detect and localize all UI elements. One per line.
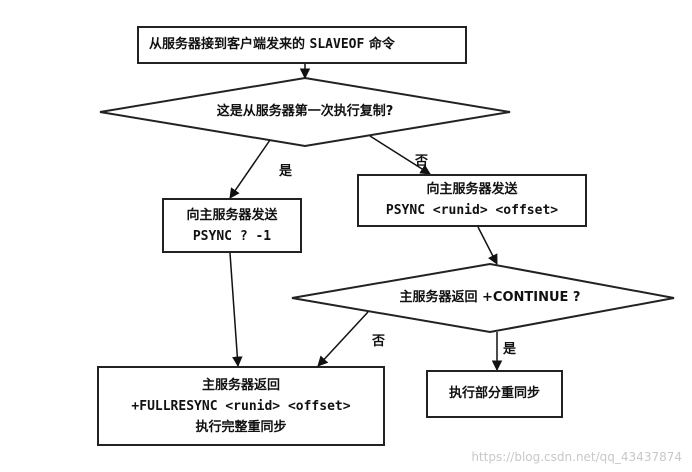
left-box-title: 向主服务器发送 [186, 208, 278, 223]
edge-label-d1-no: 否 [415, 154, 429, 169]
edge-label-d2-no: 否 [372, 334, 386, 349]
decision2-label: 主服务器返回 +CONTINUE ? [360, 290, 620, 306]
decision2-text: 主服务器返回 +CONTINUE ? [399, 290, 581, 305]
full-box-command: +FULLRESYNC <runid> <offset> [131, 399, 351, 414]
start-text: 从服务器接到客户端发来的 [149, 37, 310, 52]
full-box-action: 执行完整重同步 [195, 420, 287, 435]
edge-label-d2-yes: 是 [503, 342, 517, 357]
right-box-command: PSYNC <runid> <offset> [385, 203, 559, 218]
arrow-decision1-yes [229, 139, 271, 199]
left-send-box: 向主服务器发送 PSYNC ? -1 [162, 198, 302, 253]
right-send-box: 向主服务器发送 PSYNC <runid> <offset> [357, 174, 587, 227]
arrow-left-box-to-full [229, 252, 243, 368]
start-box: 从服务器接到客户端发来的 SLAVEOF 命令 [137, 26, 467, 64]
full-box-title: 主服务器返回 [201, 378, 280, 393]
decision1-diamond [99, 76, 511, 148]
right-box-title: 向主服务器发送 [426, 182, 518, 197]
decision1-label: 这是从服务器第一次执行复制? [216, 104, 394, 119]
start-command: SLAVEOF [309, 37, 365, 52]
arrow-decision2-no [317, 311, 369, 367]
arrow-right-box-to-decision2 [477, 226, 498, 265]
left-box-command: PSYNC ? -1 [192, 229, 272, 244]
full-resync-box: 主服务器返回 +FULLRESYNC <runid> <offset> 执行完整… [97, 366, 385, 446]
partial-box-label: 执行部分重同步 [448, 386, 540, 401]
decision2-diamond [291, 262, 675, 334]
partial-resync-box: 执行部分重同步 [426, 370, 563, 418]
edge-label-d1-yes: 是 [279, 164, 293, 179]
arrow-decision1-no [369, 135, 431, 175]
start-text-suffix: 命令 [364, 37, 395, 52]
watermark: https://blog.csdn.net/qq_43437874 [471, 450, 682, 464]
